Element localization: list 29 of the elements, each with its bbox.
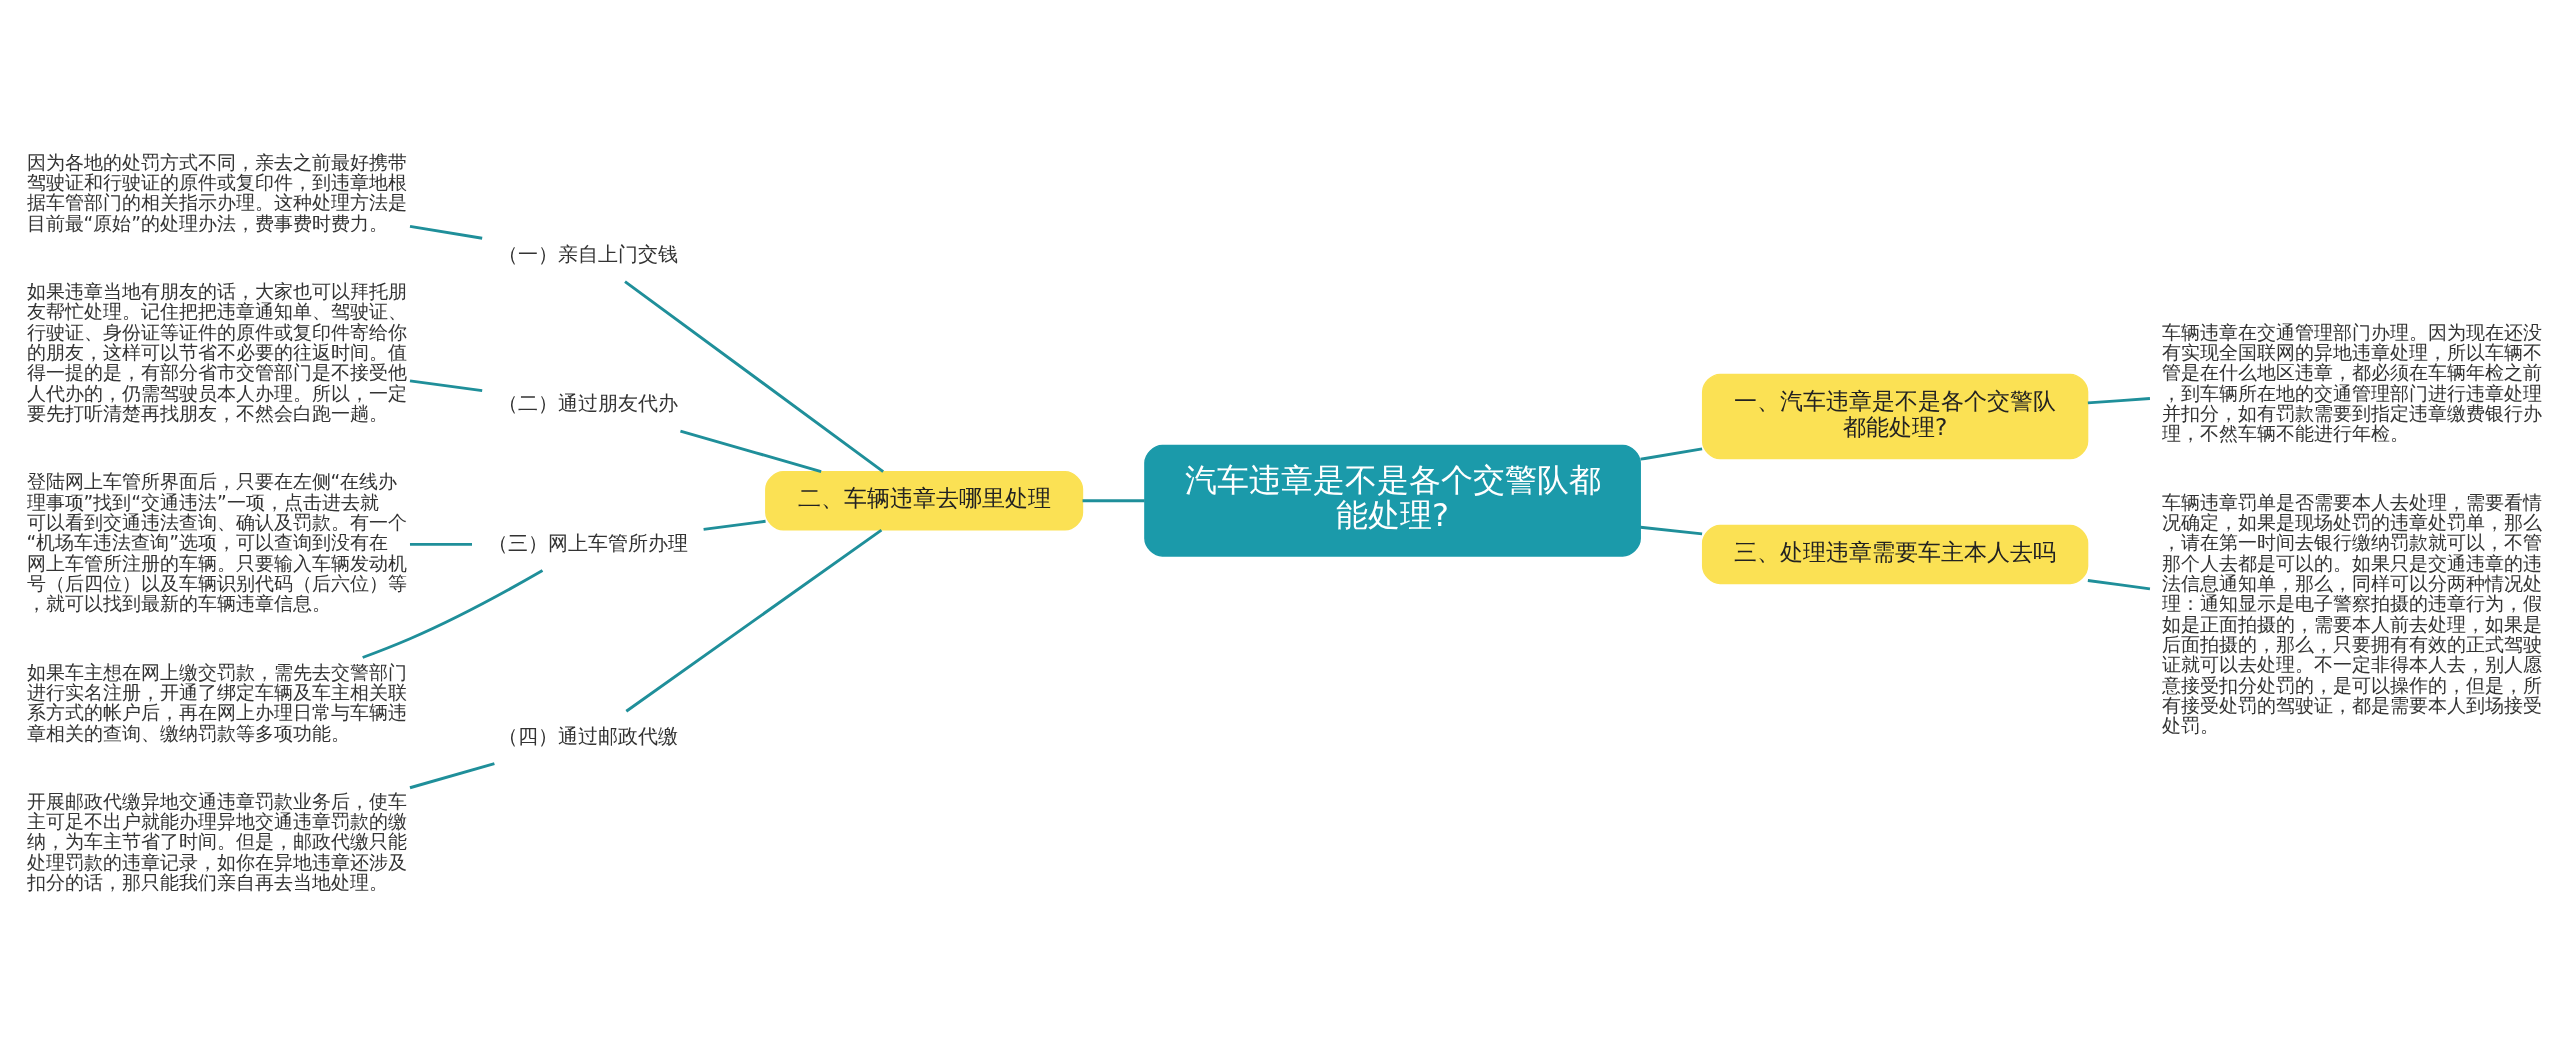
node-text: 如果车主想在网上缴交罚款，需先去交警部门进行实名注册，开通了绑定车辆及车主相关联系方式的帐户后，再在网上办理日常与车辆违章相关的查询、缴纳罚款等多项功能。 — [26, 660, 407, 744]
connector — [409, 224, 483, 240]
node-box: 一、汽车违章是不是各个交警队都能处理? — [1701, 373, 2089, 459]
connector — [2087, 578, 2151, 590]
node-text: 车辆违章罚单是否需要本人去处理，需要看情况确定，如果是现场处罚的违章处罚单，那么，请在第一时间去银行缴纳罚款就可以，不管那个人去都是可以的。如果只是交通违章的违法信息通知单，那么，同样可以分两种情况处理：通知显示是电子警察拍摄的违章行为，假如是正面拍摄的，需要本人前去处理，如果是后面拍摄的，那么，只要拥有有效的正式驾驶证就可以去处理。不一定非得本人去，别人愿意接受扣分处罚的，是可以操作的，但是，所有接受处罚的驾驶证，都是需要本人到场接受处罚。 — [2161, 490, 2542, 736]
connector — [1082, 498, 1145, 502]
node-text: 车辆违章在交通管理部门办理。因为现在还没有实现全国联网的异地违章处理，所以车辆不管是在什么地区违章，都必须在车辆年检之前，到车辆所在地的交通管理部门进行违章处理并扣分，如有罚款需要到指定违章缴费银行办理，不然车辆不能进行年检。 — [2161, 320, 2542, 444]
node-text: 登陆网上车管所界面后，只要在左侧“在线办理事项”找到“交通违法”一项，点击进去就可以看到交通违法查询、确认及罚款。有一个“机场车违法查询”选项，可以查询到没有在网上车管所注册的车辆。只要输入车辆发动机号（后四位）以及车辆识别代码（后六位）等，就可以找到最新的车辆违章信息。 — [26, 469, 407, 614]
node-text: （三）网上车管所办理 — [487, 530, 688, 555]
node-text: （一）亲自上门交钱 — [497, 241, 678, 266]
node-text: （二）通过朋友代办 — [497, 390, 678, 415]
connector — [624, 279, 885, 473]
connector — [680, 429, 822, 473]
connector — [409, 761, 495, 789]
node-box: 二、车辆违章去哪里处理 — [765, 470, 1084, 531]
connector — [703, 519, 766, 531]
node-box: 三、处理违章需要车主本人去吗 — [1701, 524, 2089, 584]
connector — [1640, 446, 1703, 461]
node-text: 如果违章当地有朋友的话，大家也可以拜托朋友帮忙处理。记住把把违章通知单、驾驶证、行驶证、身份证等证件的原件或复印件寄给你的朋友，这样可以节省不必要的往返时间。值得一提的是，有部分省市交管部门是不接受他人代办的，仍需驾驶员本人办理。所以，一定要先打听清楚再找朋友，不然会白跑一趟。 — [26, 279, 407, 424]
node-box: 汽车违章是不是各个交警队都能处理? — [1144, 444, 1641, 557]
connector — [1640, 525, 1703, 535]
connector — [625, 528, 883, 712]
connector — [409, 378, 483, 392]
connector — [2087, 396, 2151, 404]
node-text: （四）通过邮政代缴 — [497, 723, 678, 748]
connector — [362, 568, 544, 659]
node-text: 因为各地的处罚方式不同，亲去之前最好携带驾驶证和行驶证的原件或复印件，到违章地根据车管部门的相关指示办理。这种处理方法是目前最“原始”的处理办法，费事费时费力。 — [26, 150, 407, 234]
node-text: 开展邮政代缴异地交通违章罚款业务后，使车主可足不出户就能办理异地交通违章罚款的缴纳，为车主节省了时间。但是，邮政代缴只能处理罚款的违章记录，如你在异地违章还涉及扣分的话，那只能我们亲自再去当地处理。 — [26, 789, 407, 893]
connector — [410, 542, 472, 546]
